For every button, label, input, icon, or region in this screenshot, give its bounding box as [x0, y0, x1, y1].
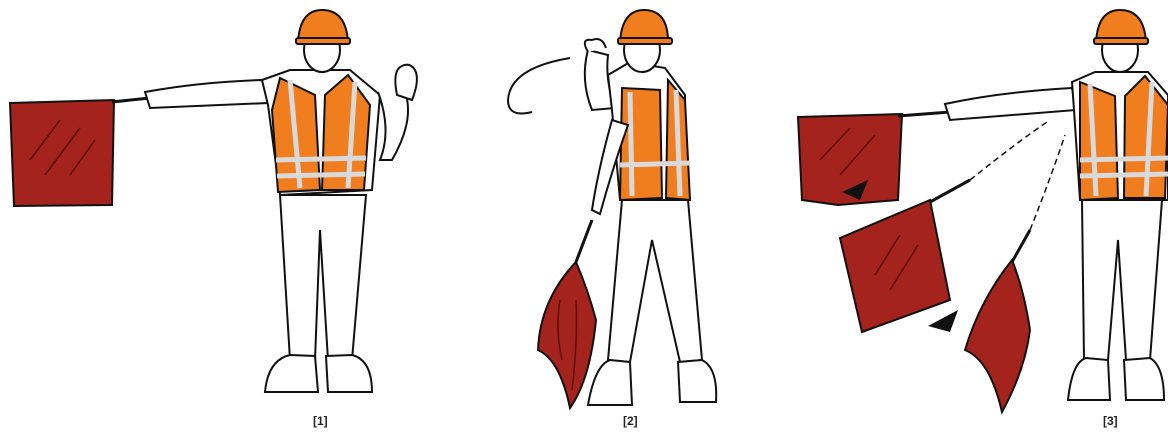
arrow-down-icon	[928, 310, 958, 332]
panel-proceed-signal: [3]	[790, 0, 1168, 438]
flagger-figure-2	[480, 0, 760, 438]
flag	[10, 98, 150, 206]
flagger-figure-1	[0, 0, 440, 438]
flagger-figure-3	[790, 0, 1168, 438]
flag-position-low	[965, 230, 1030, 412]
panel-slow-signal: [2]	[480, 0, 760, 438]
flag	[538, 262, 596, 408]
motion-arc	[508, 58, 570, 114]
panel-stop-signal: [1]	[0, 0, 440, 438]
caption-panel-1: [1]	[313, 414, 328, 428]
safety-vest	[620, 80, 690, 200]
caption-panel-2: [2]	[623, 414, 638, 428]
caption-panel-3: [3]	[1103, 414, 1118, 428]
head-with-hardhat	[296, 10, 350, 72]
head-with-hardhat	[1094, 10, 1148, 72]
flag-position-high	[798, 112, 950, 205]
head-with-hardhat	[618, 10, 672, 72]
